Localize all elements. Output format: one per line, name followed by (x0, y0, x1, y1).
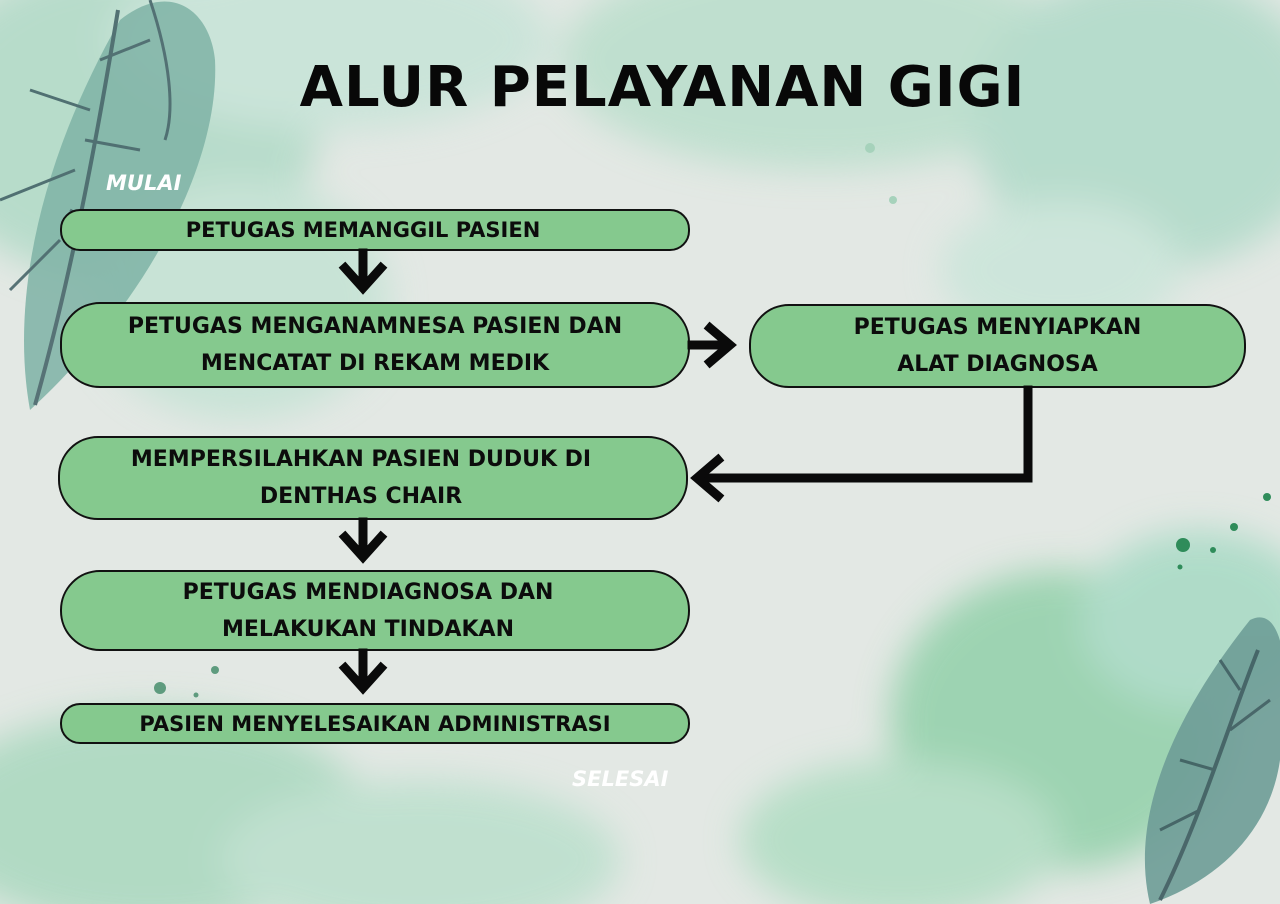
step-anamnesis: PETUGAS MENGANAMNESA PASIEN DAN MENCATAT… (60, 302, 690, 388)
step-text-line-2: ALAT DIAGNOSA (897, 352, 1098, 377)
step-administration: PASIEN MENYELESAIKAN ADMINISTRASI (60, 703, 690, 744)
step-text-line-2: MENCATAT DI REKAM MEDIK (200, 351, 550, 376)
leaf-bottom-right-icon (1144, 617, 1280, 904)
end-label: SELESAI (572, 767, 669, 791)
step-diagnose-treat: PETUGAS MENDIAGNOSA DAN MELAKUKAN TINDAK… (60, 570, 690, 651)
step-text-line-1: PETUGAS MENDIAGNOSA DAN (182, 579, 554, 605)
splatter-dots (154, 143, 1271, 698)
step-text-line-1: PETUGAS MENGANAMNESA PASIEN DAN (127, 314, 623, 339)
step-call-patient: PETUGAS MEMANGGIL PASIEN (60, 209, 690, 251)
start-label: MULAI (106, 171, 182, 195)
step-text: PETUGAS MEMANGGIL PASIEN (185, 218, 541, 242)
step-text: PASIEN MENYELESAIKAN ADMINISTRASI (139, 711, 611, 736)
step-text-line-2: MELAKUKAN TINDAKAN (221, 616, 514, 642)
step-text-line-1: MEMPERSILAHKAN PASIEN DUDUK DI (130, 447, 592, 472)
step-prepare-tools: PETUGAS MENYIAPKAN ALAT DIAGNOSA (749, 304, 1246, 388)
step-text-line-2: DENTHAS CHAIR (259, 484, 463, 509)
step-seat-patient: MEMPERSILAHKAN PASIEN DUDUK DI DENTHAS C… (58, 436, 688, 520)
page-title: ALUR PELAYANAN GIGI (299, 55, 1026, 120)
step-text-line-1: PETUGAS MENYIAPKAN (853, 315, 1142, 340)
